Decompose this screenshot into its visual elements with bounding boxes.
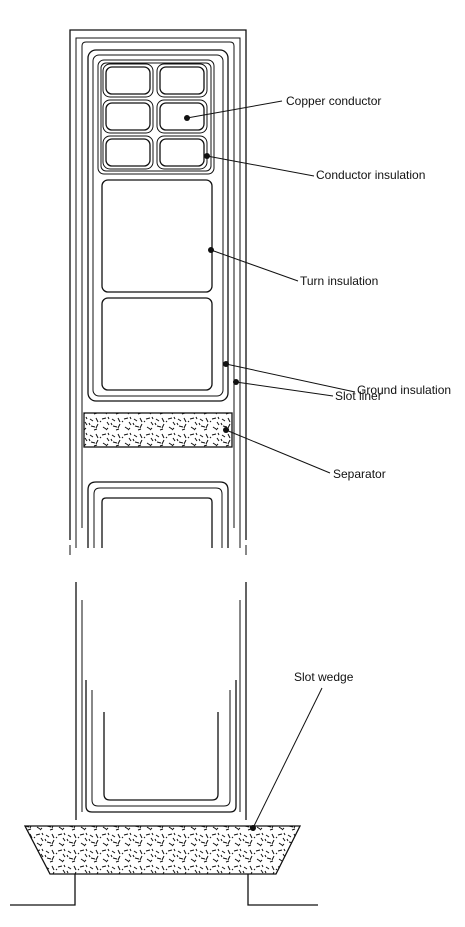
slot-wedge-shape (23, 825, 302, 875)
slot-wall-lower (75, 582, 247, 820)
label-copper-conductor: Copper conductor (286, 94, 381, 108)
label-separator: Separator (333, 467, 386, 481)
lower-coil-outline (87, 481, 229, 548)
stator-tooth-left (10, 874, 76, 906)
coil-bottom-outline (85, 680, 237, 813)
stator-tooth-right (247, 874, 318, 906)
label-ground-insulation: Ground insulation (357, 383, 451, 397)
copper-strand (159, 66, 205, 95)
turn-block (101, 297, 213, 391)
copper-strand (105, 102, 151, 131)
copper-strand (159, 102, 205, 131)
copper-strand (159, 138, 205, 167)
copper-strand (105, 138, 151, 167)
label-slot-liner-drawn: Slot liner (335, 389, 382, 403)
separator-block (83, 412, 233, 448)
strand-group-outline (97, 59, 215, 175)
slot-liner-outline (75, 37, 241, 548)
label-turn-insulation: Turn insulation (300, 274, 378, 288)
turn-block (101, 179, 213, 293)
lower-slot (10, 582, 318, 906)
label-slot-wedge: Slot wedge (294, 670, 354, 684)
label-conductor-insulation: Conductor insulation (316, 168, 425, 182)
labels: Copper conductor Conductor insulation Tu… (286, 94, 451, 684)
upper-slot (69, 29, 247, 555)
ground-insulation-outline (87, 49, 229, 402)
slot-wall (69, 29, 247, 540)
copper-strand (105, 66, 151, 95)
copper-conductor-strands (102, 63, 208, 170)
leader-lines (184, 100, 356, 831)
